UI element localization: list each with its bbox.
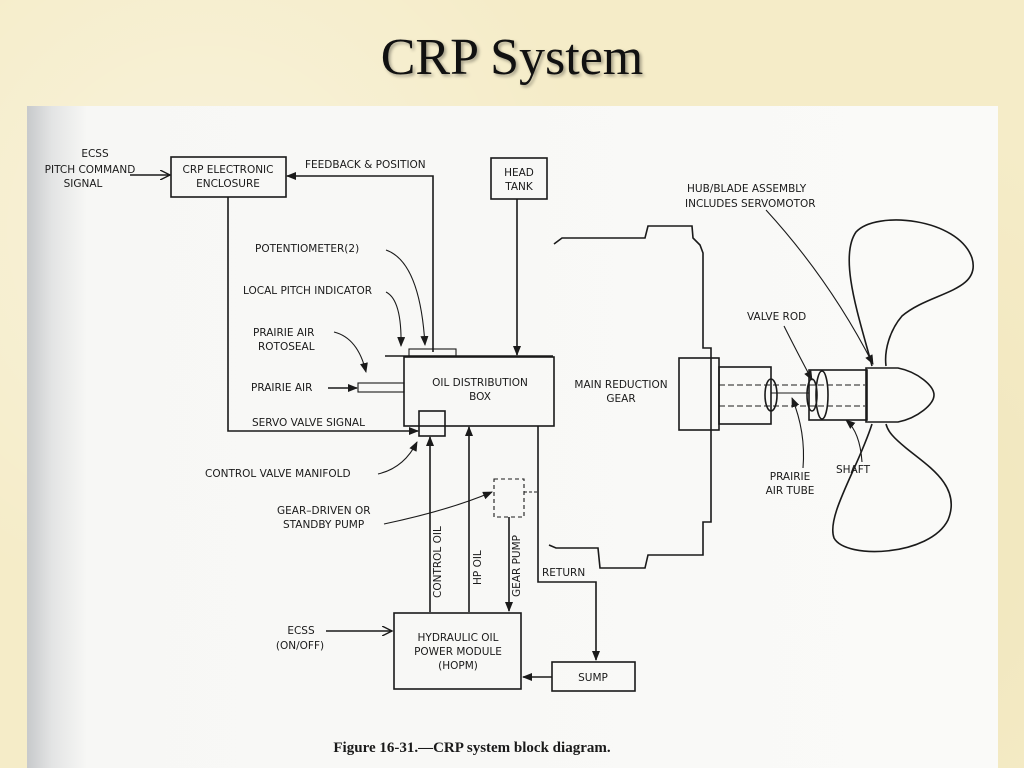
hopm-box — [393, 612, 522, 690]
sump-label: SUMP — [578, 672, 608, 684]
potentiometer-label: POTENTIOMETER(2) — [255, 243, 359, 255]
feedback-position-line — [286, 172, 434, 352]
return-label: RETURN — [542, 567, 585, 579]
figure-caption: Figure 16-31.—CRP system block diagram. — [333, 740, 610, 756]
shaft-leader — [845, 419, 863, 463]
svg-text:PRAIRIE AIR: PRAIRIE AIR — [253, 327, 314, 339]
svg-text:ECSS: ECSS — [81, 148, 109, 160]
svg-text:GEAR: GEAR — [606, 393, 635, 405]
hub-blade-leader — [765, 209, 874, 365]
local-pitch-indicator-leader — [385, 291, 406, 347]
control-valve-manifold-box — [418, 410, 446, 437]
propeller-lower-blade — [832, 423, 953, 553]
valve-rod-label: VALVE ROD — [747, 311, 806, 323]
svg-text:PRAIRIE: PRAIRIE — [770, 471, 811, 483]
svg-text:HUB/BLADE ASSEMBLY: HUB/BLADE ASSEMBLY — [687, 183, 807, 195]
prairie-air-rotoseal-label: PRAIRIE AIR ROTOSEAL — [253, 327, 315, 353]
svg-text:CRP ELECTRONIC: CRP ELECTRONIC — [182, 164, 273, 176]
svg-text:ENCLOSURE: ENCLOSURE — [196, 178, 260, 190]
svg-text:HYDRAULIC OIL: HYDRAULIC OIL — [418, 632, 499, 644]
prairie-air-tube-leader — [791, 397, 805, 469]
ecss-onoff-label: ECSS (ON/OFF) — [276, 625, 324, 652]
head-tank-label: HEAD TANK — [504, 167, 534, 193]
indicator-plate — [408, 348, 457, 357]
oil-distribution-box — [403, 356, 555, 427]
crp-electronic-enclosure-box — [170, 156, 287, 198]
control-valve-manifold-label: CONTROL VALVE MANIFOLD — [205, 468, 351, 480]
svg-text:ECSS: ECSS — [287, 625, 315, 637]
gear-driven-standby-pump-label: GEAR–DRIVEN OR STANDBY PUMP — [277, 505, 371, 531]
svg-text:AIR TUBE: AIR TUBE — [766, 485, 815, 497]
main-reduction-gear-outline — [548, 225, 712, 569]
feedback-position-label: FEEDBACK & POSITION — [305, 159, 426, 171]
hp-oil-label: HP OIL — [472, 550, 484, 585]
prairie-air-tube-label: PRAIRIE AIR TUBE — [766, 471, 815, 497]
crp-block-diagram: ECSS PITCH COMMAND SIGNAL CRP ELECTRONIC… — [45, 148, 975, 756]
svg-text:INCLUDES SERVOMOTOR: INCLUDES SERVOMOTOR — [685, 198, 816, 210]
slide-title: CRP System — [380, 29, 644, 86]
svg-text:STANDBY PUMP: STANDBY PUMP — [283, 519, 364, 531]
svg-text:(ON/OFF): (ON/OFF) — [276, 640, 324, 652]
shaft-coupling — [718, 366, 772, 425]
output-flange — [678, 357, 720, 431]
scanned-figure: ECSS PITCH COMMAND SIGNAL CRP ELECTRONIC… — [27, 106, 998, 768]
svg-text:(HOPM): (HOPM) — [438, 660, 478, 672]
svg-text:BOX: BOX — [469, 391, 491, 403]
svg-text:TANK: TANK — [504, 181, 534, 193]
svg-text:MAIN REDUCTION: MAIN REDUCTION — [574, 379, 667, 391]
crp-electronic-enclosure-label: CRP ELECTRONIC ENCLOSURE — [182, 164, 273, 190]
valve-rod-leader — [783, 325, 813, 381]
propeller-hub — [865, 367, 935, 423]
gear-pump-label: GEAR PUMP — [511, 535, 523, 597]
hopm-label: HYDRAULIC OIL POWER MODULE (HOPM) — [414, 632, 502, 672]
hub-shaft-sleeve — [808, 369, 868, 421]
head-tank-box — [490, 157, 548, 200]
coupling-end — [764, 378, 778, 412]
svg-text:HEAD: HEAD — [504, 167, 534, 179]
local-pitch-indicator-label: LOCAL PITCH INDICATOR — [243, 285, 372, 297]
main-reduction-gear-label: MAIN REDUCTION GEAR — [574, 379, 667, 405]
svg-text:SIGNAL: SIGNAL — [64, 178, 103, 190]
svg-text:POWER MODULE: POWER MODULE — [414, 646, 502, 658]
hub-blade-assembly-label: HUB/BLADE ASSEMBLY INCLUDES SERVOMOTOR — [685, 183, 816, 210]
return-line — [537, 426, 600, 661]
svg-text:PITCH COMMAND: PITCH COMMAND — [45, 164, 136, 176]
standby-pump-leader — [383, 491, 493, 525]
shaft-collar — [815, 370, 829, 420]
control-valve-manifold-leader — [377, 441, 418, 475]
potentiometer-leader — [385, 249, 429, 346]
prairie-air-label: PRAIRIE AIR — [251, 382, 312, 394]
svg-text:GEAR–DRIVEN OR: GEAR–DRIVEN OR — [277, 505, 371, 517]
standby-pump-box — [493, 478, 525, 518]
svg-text:ROTOSEAL: ROTOSEAL — [258, 341, 315, 353]
oil-distribution-box-label: OIL DISTRIBUTION BOX — [432, 377, 528, 403]
shaft-label: SHAFT — [836, 464, 871, 476]
svg-text:OIL DISTRIBUTION: OIL DISTRIBUTION — [432, 377, 528, 389]
rotoseal-leader — [333, 331, 368, 373]
servo-valve-signal-label: SERVO VALVE SIGNAL — [252, 417, 365, 429]
ecss-pitch-command-label: ECSS PITCH COMMAND SIGNAL — [45, 148, 136, 190]
propeller-upper-blade — [848, 219, 975, 367]
control-oil-label: CONTROL OIL — [432, 526, 444, 598]
servo-valve-signal-line — [227, 197, 419, 435]
prairie-air-inlet — [357, 382, 405, 393]
